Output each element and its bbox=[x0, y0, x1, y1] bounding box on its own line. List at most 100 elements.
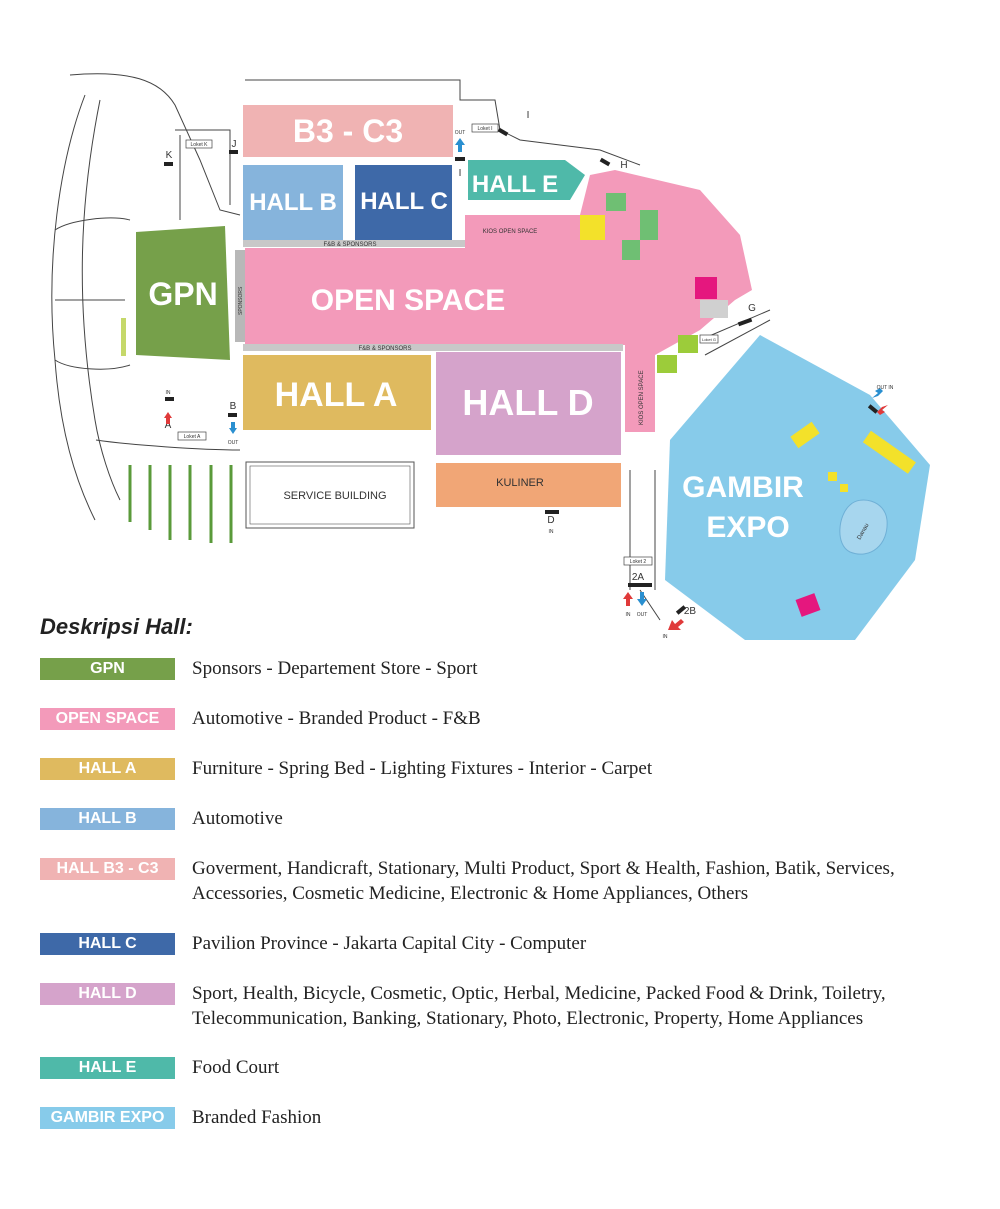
hall-e-label: HALL E bbox=[472, 171, 558, 198]
gambir-expo-label-1: GAMBIR bbox=[682, 471, 804, 504]
hall-c-label: HALL C bbox=[360, 188, 448, 215]
venue-map: B3 - C3 HALL B HALL C F&B & SPONSORS HAL… bbox=[51, 73, 930, 640]
gpn-label: GPN bbox=[148, 276, 217, 312]
gate-2b-in-label: IN bbox=[663, 634, 668, 640]
entry-arrows bbox=[164, 138, 888, 630]
legend-description: Goverment, Handicraft, Stationary, Multi… bbox=[192, 858, 895, 904]
legend-title: Deskripsi Hall: bbox=[40, 614, 193, 639]
green-strip bbox=[121, 318, 126, 356]
arrow-in-2a-icon bbox=[623, 592, 633, 606]
loket-i-label: Loket I bbox=[477, 126, 492, 132]
yellow-booth-5 bbox=[840, 484, 848, 492]
arrow-in-2b-icon bbox=[668, 619, 684, 630]
gate-2a-label: 2A bbox=[632, 572, 645, 583]
loket-k-label: Loket K bbox=[191, 142, 209, 148]
hall-a-label: HALL A bbox=[275, 376, 398, 414]
green-booth-2 bbox=[640, 210, 658, 240]
arrow-out-2a-icon bbox=[637, 592, 647, 606]
gate-d-in-label: IN bbox=[549, 529, 554, 535]
kios-open-space-v-label: KIOS OPEN SPACE bbox=[639, 370, 645, 425]
legend-description: Food Court bbox=[192, 1057, 280, 1078]
legend-swatch: HALL B3 - C3 bbox=[40, 858, 175, 880]
kuliner-shape bbox=[436, 463, 621, 507]
service-building-inner bbox=[249, 465, 411, 525]
green-booth-1 bbox=[606, 193, 626, 211]
fb-sponsors-bottom-strip bbox=[243, 344, 623, 351]
open-space-label: OPEN SPACE bbox=[311, 284, 506, 317]
gate-2b-label: 2B bbox=[684, 606, 697, 617]
arrow-out-b-icon bbox=[229, 422, 237, 434]
arrow-out-gambir-icon bbox=[872, 388, 883, 398]
lime-booth-2 bbox=[657, 355, 677, 373]
loket-g-label: Loket G bbox=[702, 337, 716, 342]
gate-k-label: K bbox=[166, 150, 173, 161]
gate-g-label: G bbox=[748, 303, 756, 314]
hall-b3c3-label: B3 - C3 bbox=[293, 113, 403, 149]
gate-i-label: I bbox=[527, 110, 530, 121]
hall-d-shape bbox=[436, 352, 621, 455]
yellow-booth-2 bbox=[790, 421, 820, 449]
gambir-expo-shape bbox=[665, 335, 930, 640]
hall-b-shape bbox=[243, 165, 343, 240]
gate-i-lower-label: I bbox=[459, 168, 462, 179]
legend-swatch: GPN bbox=[40, 658, 175, 680]
legend-description: Automotive - Branded Product - F&B bbox=[192, 708, 481, 729]
sponsors-v-strip bbox=[235, 250, 245, 342]
legend-swatch: HALL D bbox=[40, 983, 175, 1005]
hall-b-label: HALL B bbox=[249, 189, 337, 216]
fb-sponsors-top-strip bbox=[243, 240, 465, 247]
hall-e-shape bbox=[468, 160, 585, 200]
loket-boxes bbox=[177, 123, 719, 566]
legend-swatch: HALL B bbox=[40, 808, 175, 830]
gate-i-out-label: OUT bbox=[455, 130, 466, 136]
sponsors-v-label: SPONSORS bbox=[238, 286, 244, 315]
magenta-booth bbox=[695, 277, 717, 299]
service-building-label: SERVICE BUILDING bbox=[283, 490, 386, 502]
arrow-out-i-icon bbox=[455, 138, 465, 152]
legend-swatch: HALL C bbox=[40, 933, 175, 955]
magenta-booth-2 bbox=[795, 593, 821, 617]
hall-b3c3-shape bbox=[243, 105, 453, 157]
service-building-shape bbox=[245, 461, 415, 529]
kios-open-space-label: KIOS OPEN SPACE bbox=[483, 229, 538, 235]
gate-h-label: H bbox=[620, 160, 627, 171]
yellow-booth-3 bbox=[862, 430, 916, 474]
legend-description: Automotive bbox=[192, 808, 283, 829]
legend-description: Sport, Health, Bicycle, Cosmetic, Optic,… bbox=[192, 983, 886, 1029]
loket-a-label: Loket A bbox=[184, 434, 201, 440]
legend-description: Pavilion Province - Jakarta Capital City… bbox=[192, 933, 587, 954]
yellow-booth-1 bbox=[580, 215, 605, 240]
gate-b-label: B bbox=[230, 401, 237, 412]
legend-description: Furniture - Spring Bed - Lighting Fixtur… bbox=[192, 758, 653, 779]
gambir-in-out-label: OUT IN bbox=[877, 385, 894, 391]
arrow-in-a-icon bbox=[164, 412, 172, 424]
hall-d-label: HALL D bbox=[462, 382, 593, 423]
fb-sponsors-top-label: F&B & SPONSORS bbox=[323, 242, 376, 248]
gate-2a-out-label: OUT bbox=[637, 612, 648, 618]
gate-markers bbox=[164, 127, 879, 615]
green-booth-3 bbox=[622, 240, 640, 260]
legend-swatch: GAMBIR EXPO bbox=[40, 1107, 175, 1129]
legend-description: Branded Fashion bbox=[192, 1107, 322, 1128]
legend-swatch: OPEN SPACE bbox=[40, 708, 175, 730]
arrow-in-gambir-icon bbox=[877, 405, 888, 415]
fb-sponsors-bottom-label: F&B & SPONSORS bbox=[358, 346, 411, 352]
legend-swatch: HALL A bbox=[40, 758, 175, 780]
legend-swatch: HALL E bbox=[40, 1057, 175, 1079]
gate-2a-in-label: IN bbox=[626, 612, 631, 618]
gate-d-label: D bbox=[547, 515, 554, 526]
tree-rows bbox=[128, 465, 233, 543]
loket-2-label: Loket 2 bbox=[630, 559, 647, 565]
legend-description: Sponsors - Departement Store - Sport bbox=[192, 658, 478, 679]
gate-b-out-label: OUT bbox=[228, 440, 239, 446]
kuliner-label: KULINER bbox=[496, 477, 544, 489]
gambir-expo-label-2: EXPO bbox=[706, 511, 789, 544]
gpn-shape bbox=[136, 226, 230, 360]
road-outlines bbox=[51, 73, 771, 621]
danau-lake bbox=[839, 499, 888, 555]
gate-j-label: J bbox=[232, 139, 237, 150]
hall-a-shape bbox=[243, 355, 431, 430]
lime-booth-1 bbox=[678, 335, 698, 353]
open-space-shape bbox=[245, 170, 752, 432]
grey-booth bbox=[700, 300, 728, 318]
